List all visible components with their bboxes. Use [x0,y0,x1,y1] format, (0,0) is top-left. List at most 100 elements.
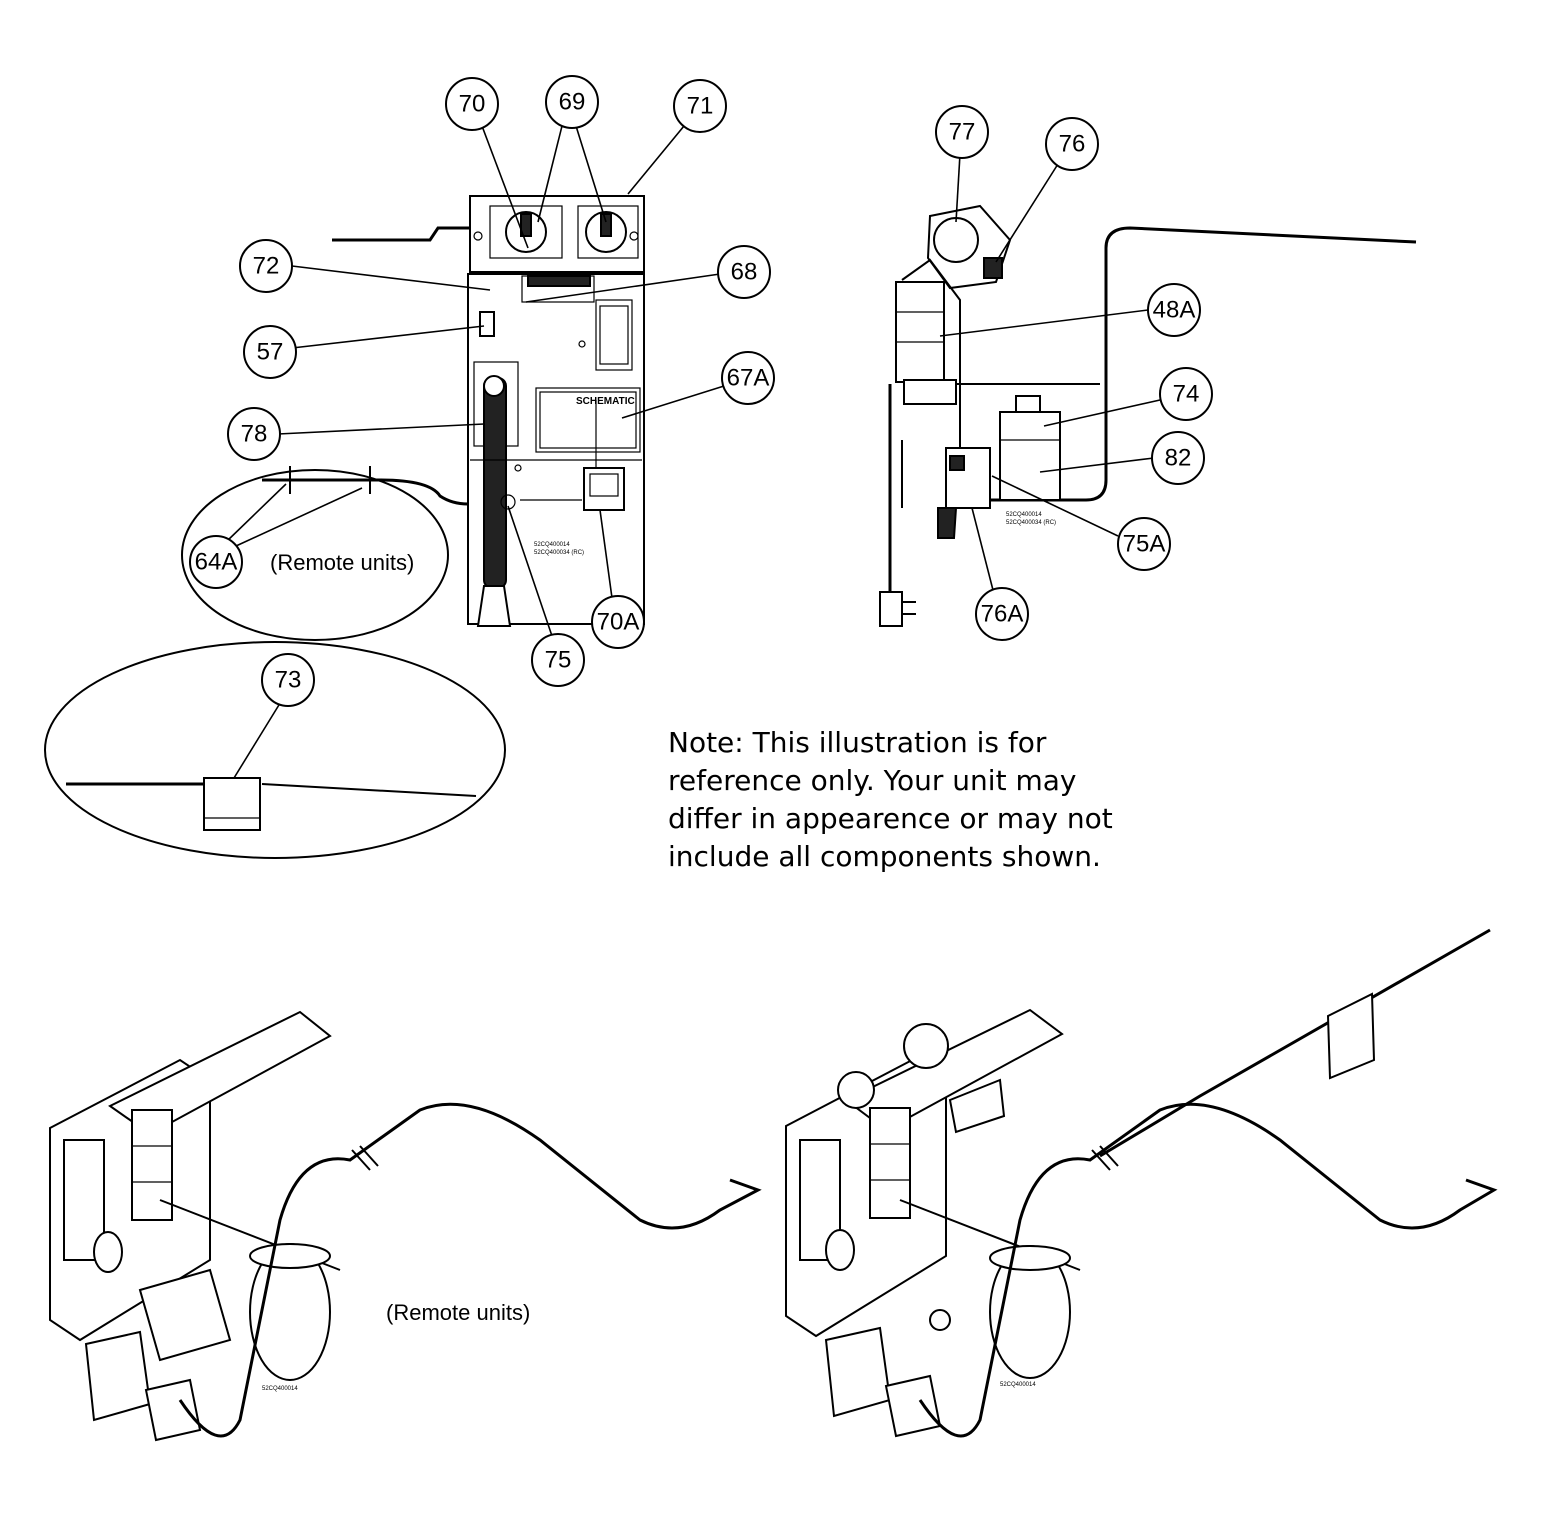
iso2-terminal [948,1078,1006,1134]
svg-text:70A: 70A [597,609,640,636]
callout-73: 73 [261,653,315,707]
callout-76: 76 [1045,117,1099,171]
element-top [483,375,505,397]
svg-text:64A: 64A [195,549,238,576]
part-code-side-2: 52CQ400034 (RC) [1006,520,1056,526]
knob-right-grip [600,213,612,237]
svg-text:70: 70 [459,91,486,118]
iso2-capillary [918,1102,1498,1438]
box-screw [514,464,522,472]
relay-inner [599,305,629,365]
iso2-capacitor-top [989,1245,1071,1271]
thermostat-terminal [983,257,1003,279]
callout-68: 68 [717,245,771,299]
callout-75: 75 [531,633,585,687]
iso2-thermostat [903,1023,949,1069]
note-line-3: differ in appearence or may not [668,802,1113,835]
iso-terminal-block [84,1330,152,1422]
iso2-sensor-probe [1099,928,1491,1158]
svg-text:67A: 67A [727,365,770,392]
remote-units-ellipse [181,469,449,641]
iso2-thermostat-dial [837,1071,875,1109]
leader-78 [277,423,485,435]
relay-window [595,299,633,371]
leader-67A [621,385,725,419]
leader-70A [599,509,613,599]
iso-clip [351,1145,379,1171]
iso2-terminal-block [884,1374,942,1438]
iso2-switch-stack [869,1107,911,1219]
knob-bezel-right [577,205,639,259]
leader-64A-b [235,487,363,547]
panel-screw [629,231,639,241]
leader-77 [955,153,961,223]
leader-82 [1039,457,1155,473]
callout-67A: 67A [721,351,775,405]
schematic-title: SCHEMATIC [576,396,635,407]
schematic-label [535,387,641,453]
iso-capacitor-small [93,1231,123,1273]
iso-terminal-block [144,1378,202,1442]
callout-48A: 48A [1147,283,1201,337]
svg-text:78: 78 [241,421,268,448]
leader-74 [1043,399,1161,427]
control-box-front-view: SCHEMATIC 52CQ400014 52CQ400034 (RC) [262,195,645,627]
iso2-terminal-block [824,1326,892,1418]
callout-82: 82 [1151,431,1205,485]
svg-text:57: 57 [257,339,284,366]
iso2-sensor-clip [1326,992,1376,1080]
leader-72 [291,265,491,291]
leader-64A-a [225,483,287,543]
iso2-relay [929,1309,951,1331]
capacitor-terminal [1015,395,1041,413]
callout-70A: 70A [591,595,645,649]
svg-text:76A: 76A [981,601,1024,628]
note-line-2: reference only. Your unit may [668,764,1077,797]
relay-coil [949,455,965,471]
leader-48A [939,309,1149,337]
side-frame [901,258,961,500]
panel-screw [473,231,483,241]
leader-71 [627,125,685,195]
callout-72: 72 [239,239,293,293]
switch-block [895,281,945,383]
knob-bezel-left [489,205,563,259]
thermostat-dial [933,217,979,263]
relay-component [583,467,625,511]
knob-left-grip [520,213,532,237]
callouts: 70 69 71 72 68 57 67A 78 64A 75 70A 73 7… [189,75,1213,707]
svg-text:69: 69 [559,89,586,116]
iso2-clip [1091,1145,1119,1171]
remote-units-caption-bottom: (Remote units) [386,1300,530,1325]
capacitor-code-left: 52CQ400014 [262,1386,298,1392]
svg-text:74: 74 [1173,381,1200,408]
note-line-4: include all components shown. [668,840,1101,873]
decal-outline [521,275,595,303]
part-code-front-2: 52CQ400034 (RC) [534,550,584,556]
leader-69b [575,125,607,223]
leader-76 [995,163,1059,263]
svg-text:76: 76 [1059,131,1086,158]
leader-68 [525,273,721,303]
iso-capacitor-top [249,1243,331,1269]
svg-text:75: 75 [545,647,572,674]
remote-units-caption-top: (Remote units) [270,550,414,575]
capacitor-code-right: 52CQ400014 [1000,1382,1036,1388]
control-decal [527,275,591,287]
leader-73 [233,699,283,779]
leader-75A [991,475,1119,537]
leader-70 [481,125,529,249]
relay-terminals [589,473,619,497]
isometric-standard-unit: 52CQ400014 [785,928,1498,1438]
svg-text:72: 72 [253,253,280,280]
element-plug [476,585,512,627]
callout-78: 78 [227,407,281,461]
schematic-label-inner [539,391,637,449]
relay-bracket [937,507,958,539]
rocker-switch [479,311,495,337]
sensor-wire [261,783,477,797]
leader-57 [291,325,485,349]
leader-lines [225,125,1161,779]
callout-77: 77 [935,105,989,159]
